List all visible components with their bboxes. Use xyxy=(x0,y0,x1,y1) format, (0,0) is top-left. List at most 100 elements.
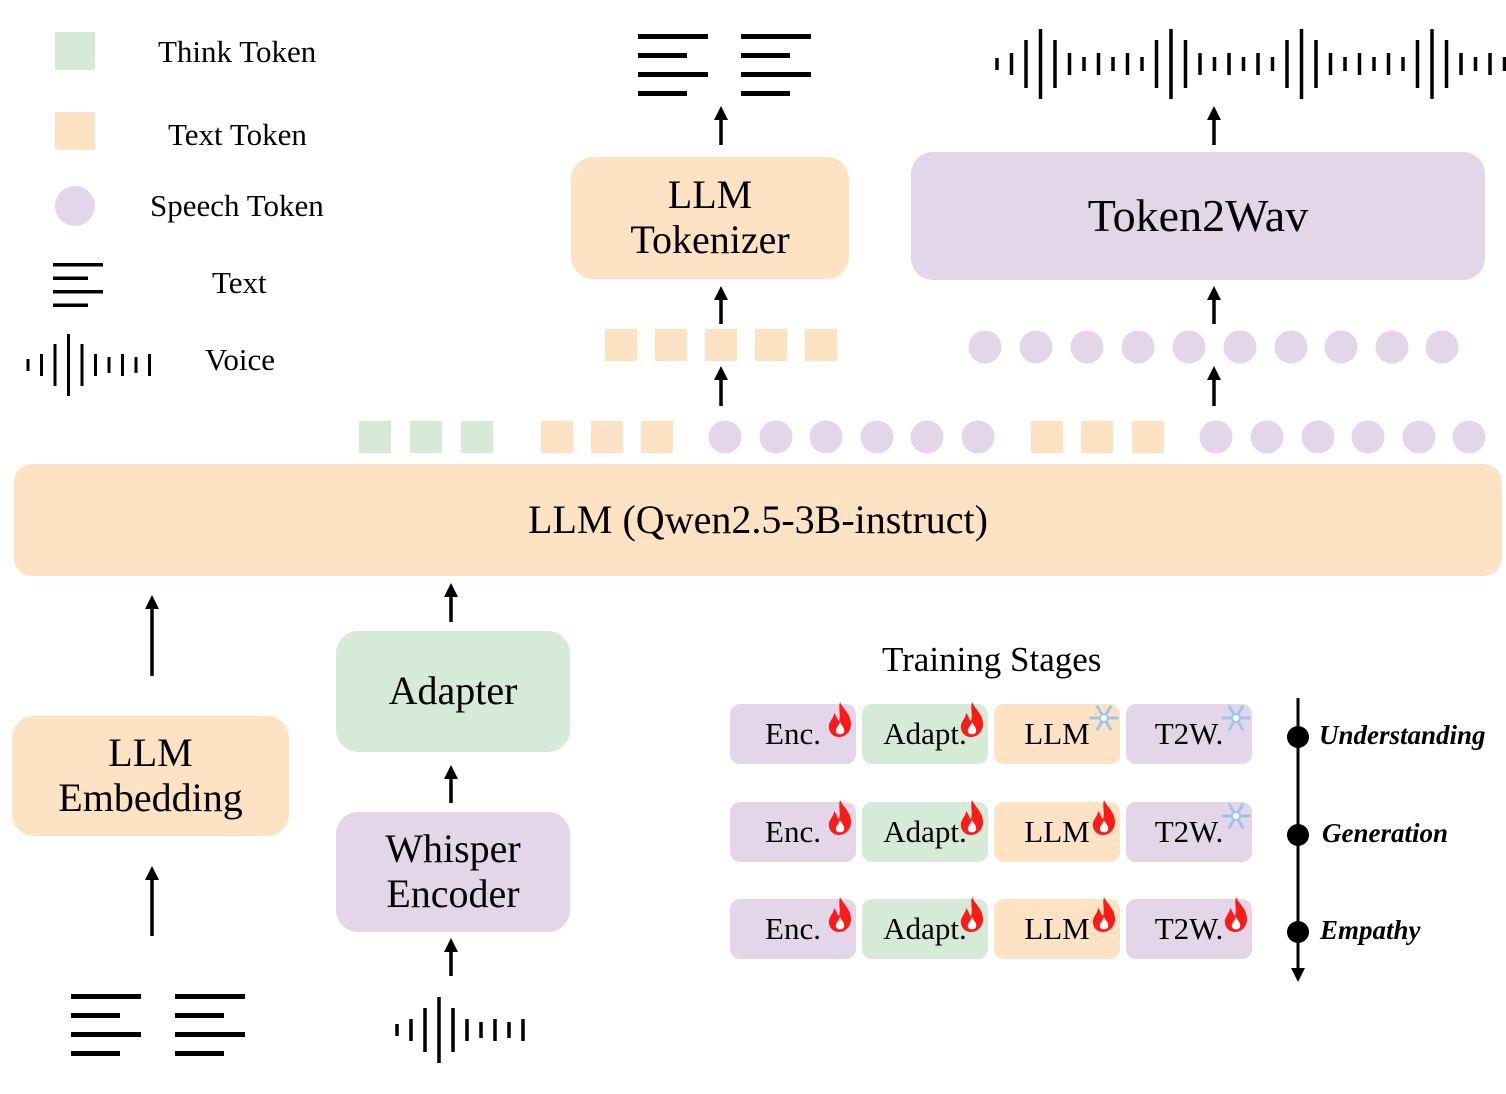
text-line xyxy=(71,1013,120,1018)
speech-token xyxy=(759,420,793,454)
stage-name: Empathy xyxy=(1320,915,1421,945)
flame-outer xyxy=(828,897,851,932)
text-line xyxy=(53,303,88,307)
stage-cell-label: LLM xyxy=(1024,716,1090,751)
arrow-up xyxy=(714,286,728,324)
timeline-arrow-head xyxy=(1291,968,1305,982)
flame-outer xyxy=(960,897,983,932)
arrow-up xyxy=(1207,286,1221,324)
snowflake-icon xyxy=(1221,705,1251,731)
legend-text: Text xyxy=(212,265,267,300)
stage-cell: Enc. xyxy=(730,899,856,959)
stage-cell-label: T2W. xyxy=(1154,911,1224,946)
arrow-up xyxy=(145,866,159,936)
arrow-head xyxy=(714,106,728,120)
arrow-head xyxy=(714,286,728,300)
speech-token xyxy=(968,330,1002,364)
voice-output-icon xyxy=(995,29,1506,99)
arrow-head xyxy=(1207,366,1221,380)
text-line xyxy=(71,994,141,999)
flame-outer xyxy=(828,800,851,835)
voice-input-icon xyxy=(395,997,525,1063)
adapter-label: Adapter xyxy=(388,668,518,714)
stage-cell: T2W. xyxy=(1126,899,1252,959)
flame-inner xyxy=(967,722,977,735)
arrow-head xyxy=(1207,106,1221,120)
fire-icon xyxy=(828,702,851,737)
snowflake-core xyxy=(1231,713,1241,723)
fire-icon xyxy=(828,897,851,932)
flame-inner xyxy=(967,820,977,833)
speech-token xyxy=(708,420,742,454)
fire-icon xyxy=(828,800,851,835)
text-token xyxy=(605,329,637,361)
text-line xyxy=(71,1032,141,1037)
whisper-encoder-block: Whisper Encoder xyxy=(336,812,570,932)
llm-tokenizer-line2: Tokenizer xyxy=(630,217,790,262)
text-line xyxy=(741,53,790,58)
fire-icon xyxy=(960,702,983,737)
flame-inner xyxy=(1231,917,1241,930)
stage-cell-label: Enc. xyxy=(765,716,821,751)
flame-inner xyxy=(1099,917,1109,930)
stage-cell-label: T2W. xyxy=(1154,716,1224,751)
text-line xyxy=(175,1051,224,1056)
stage-cell-label: Adapt. xyxy=(883,716,967,751)
text-token xyxy=(541,421,573,453)
legend-think-token: Think Token xyxy=(158,34,317,69)
speech-token xyxy=(1375,330,1409,364)
timeline-dot xyxy=(1287,824,1309,846)
text-line xyxy=(53,290,103,294)
flame-outer xyxy=(828,702,851,737)
speech-token-swatch xyxy=(55,186,95,226)
whisper-line2: Encoder xyxy=(386,871,520,916)
text-token-swatch xyxy=(55,112,95,150)
speech-token xyxy=(860,420,894,454)
llm-embedding-line1: LLM xyxy=(108,730,193,776)
flame-inner xyxy=(835,917,845,930)
snowflake-icon xyxy=(1221,803,1251,829)
speech-token xyxy=(1452,420,1486,454)
stage-cell-label: LLM xyxy=(1024,911,1090,946)
stage-name: Generation xyxy=(1322,818,1449,848)
stage-cell-label: T2W. xyxy=(1154,814,1224,849)
text-line xyxy=(53,276,88,280)
stage-name: Understanding xyxy=(1319,720,1486,750)
text-line xyxy=(175,1013,224,1018)
stage-cell-label: Adapt. xyxy=(883,911,967,946)
snowflake-core xyxy=(1231,811,1241,821)
text-line xyxy=(741,72,811,77)
arrow-up xyxy=(714,106,728,145)
flame-inner xyxy=(1099,820,1109,833)
whisper-line1: Whisper xyxy=(385,826,521,872)
llm-main-block: LLM (Qwen2.5-3B-instruct) xyxy=(14,464,1502,576)
speech-token xyxy=(1425,330,1459,364)
text-token xyxy=(705,329,737,361)
speech-token xyxy=(1274,330,1308,364)
snowflake-core xyxy=(1099,713,1109,723)
arrow-head xyxy=(714,366,728,380)
speech-token xyxy=(1172,330,1206,364)
speech-token xyxy=(1223,330,1257,364)
text-token xyxy=(805,329,837,361)
llm-tokenizer-block: LLM Tokenizer xyxy=(571,157,849,279)
llm-embedding-line2: Embedding xyxy=(58,775,243,820)
speech-token xyxy=(1351,420,1385,454)
speech-token xyxy=(1324,330,1358,364)
text-token xyxy=(655,329,687,361)
text-line xyxy=(53,263,103,267)
text-glyph-icon xyxy=(53,263,103,307)
speech-token xyxy=(809,420,843,454)
text-output-icon xyxy=(741,34,811,96)
stage-cell: LLM xyxy=(994,704,1120,764)
adapter-block: Adapter xyxy=(336,631,570,752)
speech-token xyxy=(1402,420,1436,454)
text-token xyxy=(641,421,673,453)
text-output-icon xyxy=(638,34,708,96)
legend-voice: Voice xyxy=(205,342,276,377)
text-token xyxy=(755,329,787,361)
text-line xyxy=(638,72,708,77)
arrow-head xyxy=(145,866,159,880)
text-input-icon xyxy=(175,994,245,1056)
speech-token xyxy=(1199,420,1233,454)
